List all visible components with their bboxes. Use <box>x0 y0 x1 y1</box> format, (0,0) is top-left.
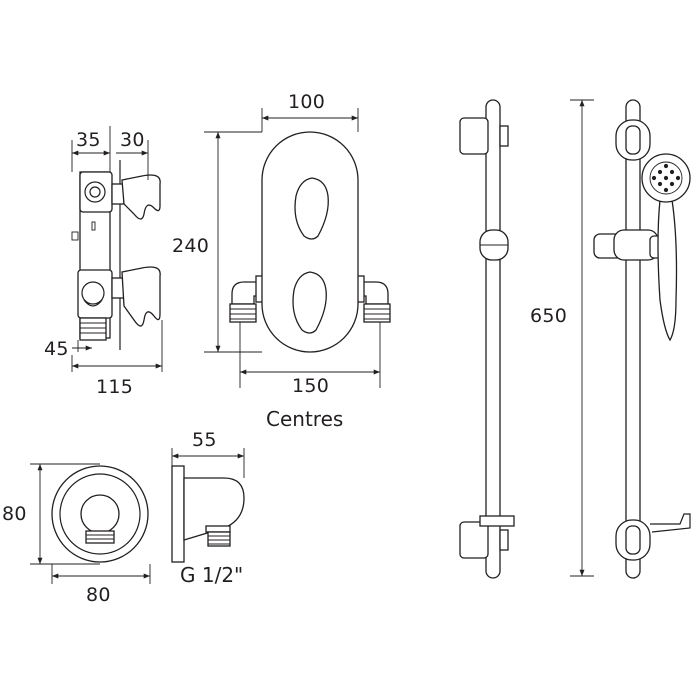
label-thread: G 1/2" <box>180 563 243 587</box>
dim-valve-offset: 45 <box>44 338 69 360</box>
dim-plate-width: 100 <box>288 91 325 113</box>
outlet-side-dimensions: 55 G 1/2" <box>171 429 245 587</box>
valve-side-dimensions: 35 30 45 115 <box>44 126 163 398</box>
rail-side-view <box>459 99 515 579</box>
valve-front-view <box>229 131 391 353</box>
dim-outlet-height: 80 <box>2 503 27 525</box>
rail-front-view <box>593 99 691 579</box>
rail-dimensions: 650 <box>530 99 594 577</box>
dim-outlet-width: 80 <box>86 584 111 606</box>
dim-valve-total-depth: 115 <box>96 376 133 398</box>
valve-side-view <box>71 160 161 350</box>
outlet-front-view <box>51 465 149 563</box>
valve-front-dimensions: 100 240 150 Centres <box>172 91 381 431</box>
dim-valve-depth-front: 35 <box>76 129 101 151</box>
dim-outlet-depth: 55 <box>192 429 217 451</box>
dim-rail-length: 650 <box>530 305 567 327</box>
outlet-side-view <box>171 465 245 563</box>
dim-inlet-centres: 150 <box>292 375 329 397</box>
dim-valve-depth-handle: 30 <box>120 129 145 151</box>
label-centres: Centres <box>266 407 343 431</box>
dim-valve-height: 240 <box>172 235 209 257</box>
outlet-front-dimensions: 80 80 <box>2 463 151 606</box>
